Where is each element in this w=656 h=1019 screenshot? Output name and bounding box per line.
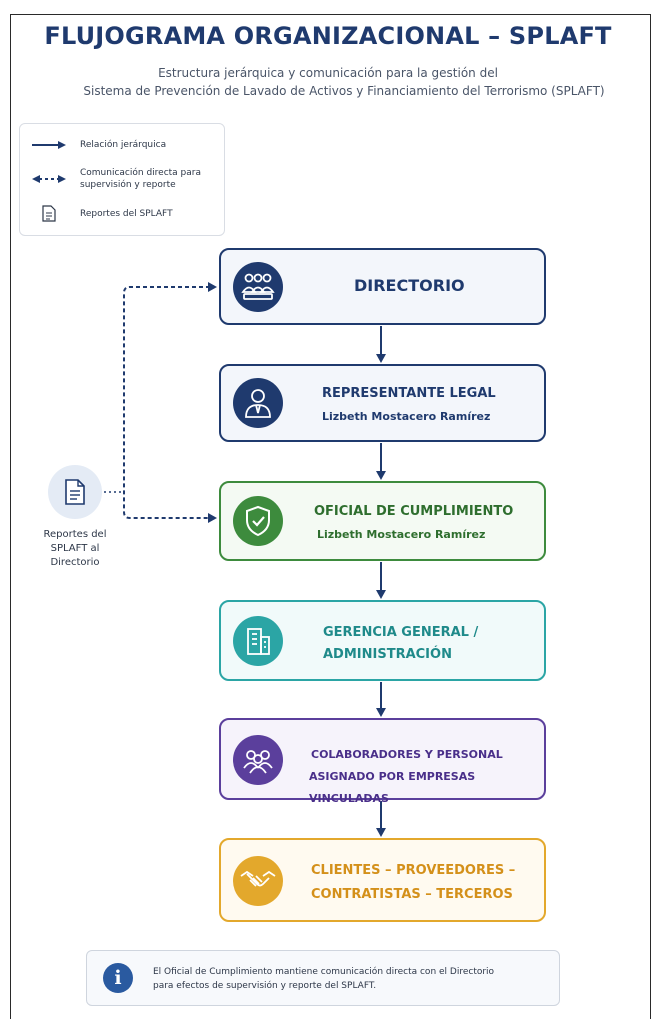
node-clientes-proveedores: CLIENTES – PROVEEDORES – CONTRATISTAS – …: [219, 838, 546, 922]
building-icon: [233, 616, 283, 666]
node-gerencia-general: GERENCIA GENERAL / ADMINISTRACIÓN: [219, 600, 546, 681]
side-report-label: Reportes del SPLAFT al Directorio: [43, 529, 107, 568]
legend: Relación jerárquica Comunicación directa…: [19, 123, 225, 236]
subtitle-line-2: Sistema de Prevención de Lavado de Activ…: [83, 84, 605, 98]
people-group-icon: [233, 735, 283, 785]
dashed-double-arrow-icon: [32, 175, 66, 183]
legend-reports-label: Reportes del SPLAFT: [80, 209, 173, 219]
node-title: REPRESENTANTE LEGAL: [322, 386, 496, 401]
legal-representative-icon: [233, 378, 283, 428]
node-person-name: Lizbeth Mostacero Ramírez: [317, 528, 486, 541]
handshake-icon: [233, 856, 283, 906]
legend-direct-communication-label: Comunicación directa para supervisión y …: [80, 168, 201, 190]
node-representante-legal: REPRESENTANTE LEGAL Lizbeth Mostacero Ra…: [219, 364, 546, 442]
solid-arrow-icon: [32, 141, 66, 149]
info-note-text: El Oficial de Cumplimiento mantiene comu…: [153, 967, 495, 991]
node-oficial-cumplimiento: OFICIAL DE CUMPLIMIENTO Lizbeth Mostacer…: [219, 481, 546, 561]
node-title: CLIENTES – PROVEEDORES – CONTRATISTAS – …: [311, 863, 516, 902]
direct-communication-lines: [104, 282, 217, 523]
info-note: i El Oficial de Cumplimiento mantiene co…: [86, 950, 560, 1006]
node-title: OFICIAL DE CUMPLIMIENTO: [314, 504, 514, 519]
shield-check-icon: [233, 496, 283, 546]
info-icon: i: [103, 963, 133, 993]
document-icon: [65, 479, 85, 505]
legend-hierarchy-label: Relación jerárquica: [80, 140, 167, 150]
document-icon: [42, 205, 56, 222]
node-title: DIRECTORIO: [354, 276, 465, 295]
node-directorio: DIRECTORIO: [219, 248, 546, 325]
node-colaboradores: COLABORADORES Y PERSONAL ASIGNADO POR EM…: [219, 718, 546, 805]
side-report-circle: [48, 465, 102, 519]
subtitle-line-1: Estructura jerárquica y comunicación par…: [158, 66, 498, 80]
node-person-name: Lizbeth Mostacero Ramírez: [322, 410, 491, 423]
page-title: FLUJOGRAMA ORGANIZACIONAL – SPLAFT: [44, 22, 612, 50]
node-title: COLABORADORES Y PERSONAL ASIGNADO POR EM…: [309, 748, 503, 805]
node-title: GERENCIA GENERAL / ADMINISTRACIÓN: [323, 625, 479, 662]
hierarchy-arrows: [376, 326, 386, 837]
board-group-icon: [233, 262, 283, 312]
